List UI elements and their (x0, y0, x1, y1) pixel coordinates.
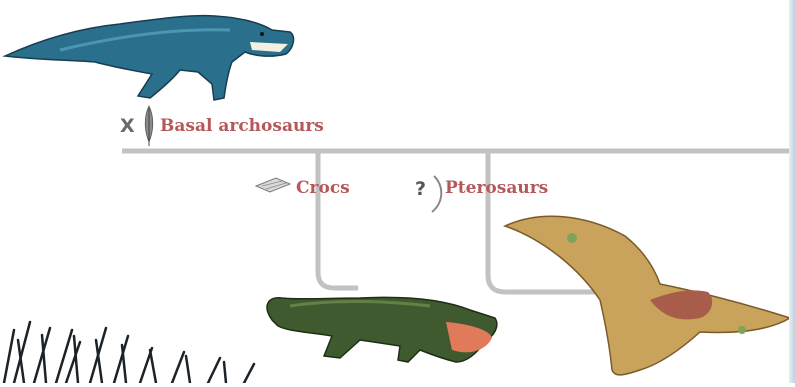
fiber-icon (432, 176, 441, 212)
clade-label-basal-archosaurs: Basal archosaurs (160, 116, 324, 136)
croc-branch (318, 151, 358, 288)
grass-illustration (4, 322, 254, 383)
right-edge-strip (789, 0, 795, 383)
feather-icon (145, 106, 153, 146)
clade-label-pterosaurs: Pterosaurs (445, 178, 548, 198)
extinct-mark: X (120, 115, 135, 137)
clade-label-crocs: Crocs (296, 178, 350, 198)
tree-lines (122, 151, 795, 292)
uncertain-mark: ? (415, 178, 426, 200)
basal-archosaur-illustration (5, 16, 293, 100)
crocodile-illustration (267, 297, 497, 362)
pterosaur-illustration (505, 216, 790, 375)
skin-patch-icon (256, 178, 290, 192)
